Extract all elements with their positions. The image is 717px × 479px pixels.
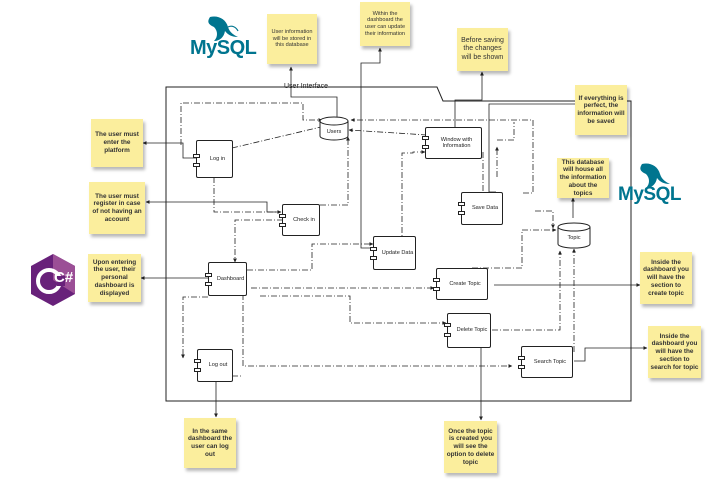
- dep-savedata-users: [350, 118, 534, 194]
- dep-dashboard-deletetopic: [260, 295, 447, 325]
- component-checkin-label: Check in: [293, 216, 315, 223]
- link-window-note: [454, 71, 484, 127]
- database-topic-label: Topic: [567, 235, 581, 241]
- dolphin-icon: [640, 163, 670, 188]
- dep-deletetopic-topic: [492, 250, 562, 331]
- component-window-information[interactable]: Window with Information: [422, 127, 482, 159]
- note-enter-platform: The user must enter the platform: [91, 119, 143, 167]
- ui-frame-title: User Interface: [284, 83, 328, 90]
- mysql-logo-top: MySQL: [188, 13, 262, 63]
- dep-checkin-users: [320, 136, 350, 206]
- dep-login-users: [231, 124, 326, 149]
- note-create-topic: Inside the dashboard you will have the s…: [640, 252, 692, 304]
- note-logout: In the same dashboard the user can log o…: [184, 418, 236, 468]
- component-delete-topic-label: Delete Topic: [456, 327, 488, 334]
- database-users-label: Users: [326, 129, 342, 135]
- link-login-note: [142, 141, 196, 159]
- note-perfect-saved: If everything is perfect, the informatio…: [575, 85, 627, 135]
- hexagon-icon: [31, 254, 75, 306]
- component-create-topic[interactable]: Create Topic: [433, 268, 488, 300]
- csharp-logo: C#: [28, 252, 78, 308]
- mysql-logo-right: MySQL: [616, 160, 692, 210]
- component-window-information-label: Window with Information: [440, 136, 473, 149]
- dolphin-icon: [208, 16, 239, 41]
- database-topic[interactable]: Topic: [557, 222, 591, 250]
- component-checkin[interactable]: Check in: [279, 204, 320, 236]
- component-create-topic-label: Create Topic: [449, 280, 481, 287]
- note-search-topic: Inside the dashboard you will have the s…: [648, 326, 701, 378]
- component-update-data-label: Update Data: [381, 249, 414, 256]
- component-login-label: Log in: [209, 155, 226, 162]
- database-topic-icon: [557, 222, 591, 249]
- component-logout-label: Log out: [208, 362, 228, 369]
- component-delete-topic[interactable]: Delete Topic: [444, 313, 491, 348]
- database-users-icon: [319, 116, 349, 141]
- component-save-data-label: Save Data: [471, 205, 499, 212]
- note-before-saving: Before saving the changes will be shown: [457, 28, 508, 71]
- dep-dashboard-updatedata: [247, 242, 374, 271]
- note-topics-db: This database will house all the informa…: [557, 158, 609, 198]
- component-save-data[interactable]: Save Data: [458, 192, 503, 225]
- component-login[interactable]: Log in: [193, 140, 233, 178]
- dep-createtopic-topic: [472, 228, 557, 269]
- dep-savedata-topic: [535, 210, 555, 229]
- note-delete-topic: Once the topic is created you will see t…: [444, 421, 497, 473]
- dep-dashboard-searchtopic: [242, 294, 513, 368]
- component-search-topic-label: Search Topic: [533, 358, 567, 365]
- dep-login-checkin: [213, 177, 282, 214]
- link-updatedata-note: [360, 47, 382, 249]
- dep-window-right: [497, 122, 515, 141]
- csharp-logo-text: C#: [54, 269, 74, 286]
- mysql-logo-top-text: MySQL: [190, 37, 257, 59]
- dep-updatedata-window: [401, 150, 426, 244]
- dep-dashboard-logout: [181, 296, 208, 359]
- link-checkin-note: [145, 200, 280, 213]
- database-users[interactable]: Users: [319, 116, 349, 142]
- link-searchtopic-note: [574, 346, 648, 362]
- component-logout[interactable]: Log out: [194, 349, 233, 382]
- component-dashboard[interactable]: Dashboard: [205, 262, 247, 296]
- note-personal-dashboard: Upon entering the user, their personal d…: [88, 254, 141, 302]
- note-register: The user must register in case of not ha…: [89, 182, 145, 234]
- mysql-logo-right-text: MySQL: [618, 184, 681, 205]
- dep-frame-users: [180, 102, 323, 145]
- note-update-info: Within the dashboard the user can update…: [360, 2, 410, 46]
- dep-checkin-dashboard: [233, 219, 294, 263]
- component-dashboard-label: Dashboard: [216, 275, 245, 282]
- note-users-storage: User information will be stored in this …: [267, 14, 317, 64]
- component-search-topic[interactable]: Search Topic: [518, 346, 573, 378]
- link-users-mysqlnote: [289, 66, 338, 117]
- component-update-data[interactable]: Update Data: [370, 236, 416, 270]
- dep-window-users: [348, 128, 428, 136]
